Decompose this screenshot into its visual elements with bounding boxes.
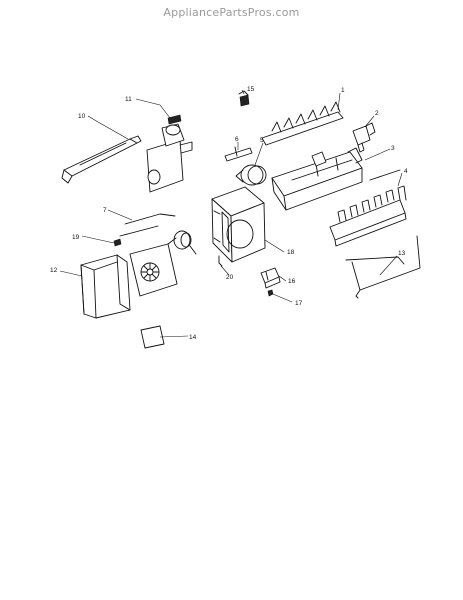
label-11: 11: [125, 96, 132, 103]
label-17: 17: [295, 300, 303, 307]
label-7: 7: [103, 207, 107, 214]
leader-lines: [59, 89, 403, 338]
part-19-screw[interactable]: [113, 238, 122, 247]
label-12: 12: [50, 267, 58, 274]
part-module-plate[interactable]: [129, 230, 197, 297]
label-18: 18: [287, 249, 295, 256]
part-20-spring[interactable]: [218, 255, 223, 267]
part-4-cover[interactable]: [329, 169, 407, 247]
label-16: 16: [288, 278, 296, 285]
label-10: 10: [78, 113, 86, 120]
part-6-pin[interactable]: [224, 146, 253, 162]
part-11-water-valve[interactable]: [146, 114, 193, 193]
part-16-switch[interactable]: [260, 267, 281, 289]
part-3-ice-mold[interactable]: [271, 147, 363, 211]
part-15-clip[interactable]: [238, 90, 250, 107]
part-labels: 15 1 11 10 2 6 5 3 4 7 19 18 13 12 20 16…: [50, 86, 408, 341]
part-13-shutoff-arm[interactable]: [345, 235, 421, 299]
label-14: 14: [189, 334, 197, 341]
part-12-front-cover[interactable]: [80, 254, 131, 319]
label-5: 5: [260, 137, 264, 144]
part-5-motor[interactable]: [235, 164, 267, 186]
part-2-bracket[interactable]: [352, 122, 376, 153]
label-20: 20: [226, 274, 234, 281]
part-14-label[interactable]: [140, 325, 165, 349]
label-4: 4: [404, 168, 408, 175]
part-1-ejector[interactable]: [261, 101, 344, 146]
label-15: 15: [247, 86, 255, 93]
part-10-harness[interactable]: [61, 135, 142, 184]
label-2: 2: [375, 110, 379, 117]
label-19: 19: [72, 234, 80, 241]
label-13: 13: [398, 250, 406, 257]
part-18-housing[interactable]: [211, 186, 266, 263]
label-1: 1: [341, 87, 345, 94]
part-7-wire[interactable]: [119, 213, 176, 237]
label-3: 3: [391, 145, 395, 152]
label-6: 6: [235, 136, 239, 143]
part-17-screw[interactable]: [267, 289, 274, 297]
watermark-text: AppliancePartsPros.com: [163, 6, 300, 19]
